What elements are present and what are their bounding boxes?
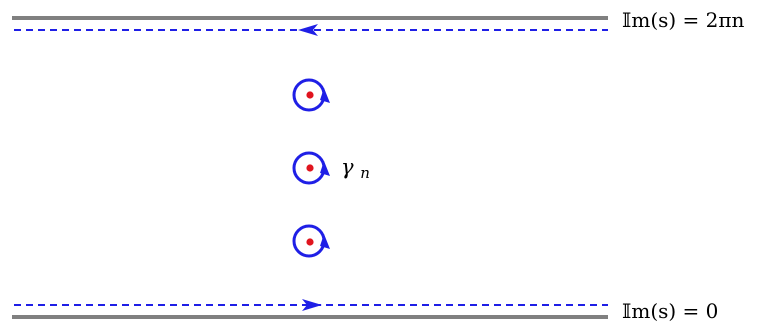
pole-dot <box>306 91 314 99</box>
contour-label: γ n <box>341 155 370 182</box>
pole-dot <box>306 238 314 246</box>
bottom-contour-arrow-icon <box>302 299 322 311</box>
top-line-label: 𝕀m(s) = 2πn <box>622 8 745 32</box>
pole-dot <box>306 164 314 172</box>
pole-contour-top <box>292 78 330 112</box>
contour-arrow-icon <box>320 88 330 103</box>
bottom-line-label: 𝕀m(s) = 0 <box>622 299 718 323</box>
contour-symbol: γ <box>341 155 354 179</box>
contour-arrow-icon <box>320 161 330 176</box>
contour-subscript: n <box>360 164 370 182</box>
pole-contour-bottom <box>292 224 330 258</box>
contour-arrow-icon <box>320 234 330 249</box>
top-contour-arrow-icon <box>298 24 318 36</box>
pole-contour-middle <box>292 151 330 185</box>
